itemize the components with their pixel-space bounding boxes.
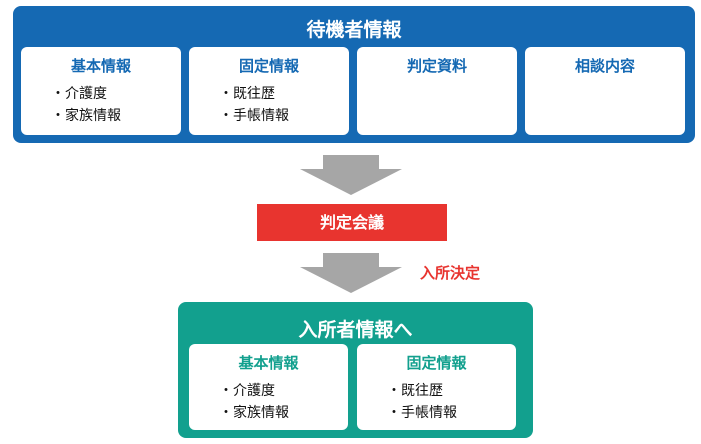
card-consultation: 相談内容 — [525, 47, 685, 135]
card-judgment-docs-title: 判定資料 — [406, 57, 467, 75]
resident-info-title: 入所者情報へ — [298, 319, 413, 341]
card-fixed-info-resident: 固定情報 既往歴 手帳情報 — [357, 344, 516, 430]
card-basic-info-resident-title: 基本情報 — [238, 354, 299, 372]
card-basic-info-title: 基本情報 — [70, 57, 131, 75]
resident-info-panel: 入所者情報へ 基本情報 介護度 家族情報 固定情報 既往歴 手帳情報 — [178, 302, 533, 438]
waiting-info-title: 待機者情報 — [306, 19, 402, 41]
card-fixed-info-list: 既往歴 手帳情報 — [219, 83, 289, 127]
card-fixed-info-resident-list: 既往歴 手帳情報 — [387, 380, 457, 424]
list-item: 介護度 — [219, 380, 289, 402]
card-basic-info-resident: 基本情報 介護度 家族情報 — [189, 344, 348, 430]
list-item: 介護度 — [51, 83, 121, 105]
list-item: 手帳情報 — [387, 402, 457, 424]
list-item: 既往歴 — [387, 380, 457, 402]
card-basic-info-list: 介護度 家族情報 — [51, 83, 121, 127]
list-item: 家族情報 — [51, 105, 121, 127]
list-item: 既往歴 — [219, 83, 289, 105]
down-arrow-1 — [300, 155, 402, 195]
card-fixed-info: 固定情報 既往歴 手帳情報 — [189, 47, 349, 135]
waiting-info-panel: 待機者情報 基本情報 介護度 家族情報 固定情報 既往歴 手帳情報 判定資料 相… — [13, 6, 695, 143]
judgment-meeting-box: 判定会議 — [257, 204, 447, 241]
card-basic-info: 基本情報 介護度 家族情報 — [21, 47, 181, 135]
card-fixed-info-resident-title: 固定情報 — [406, 354, 467, 372]
down-arrow-2 — [300, 253, 402, 293]
list-item: 手帳情報 — [219, 105, 289, 127]
admission-decision-label: 入所決定 — [420, 264, 481, 282]
card-fixed-info-title: 固定情報 — [238, 57, 299, 75]
card-consultation-title: 相談内容 — [574, 57, 635, 75]
card-judgment-docs: 判定資料 — [357, 47, 517, 135]
card-basic-info-resident-list: 介護度 家族情報 — [219, 380, 289, 424]
list-item: 家族情報 — [219, 402, 289, 424]
